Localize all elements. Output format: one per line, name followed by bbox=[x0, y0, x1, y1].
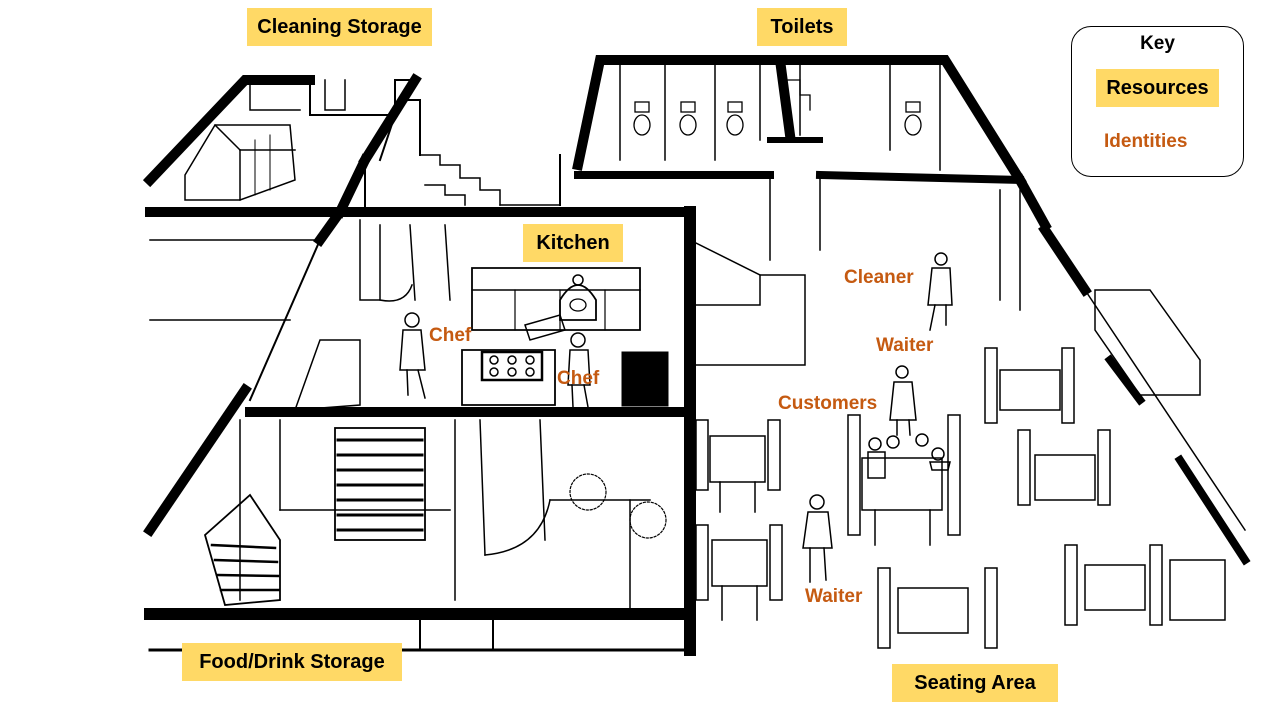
kitchen-room bbox=[149, 205, 696, 656]
chef-label-2: Chef bbox=[557, 368, 600, 389]
key-box: Key Resources Identities bbox=[1071, 26, 1244, 177]
waiter-label-1: Waiter bbox=[876, 335, 934, 356]
cleaning-storage-label: Cleaning Storage bbox=[247, 8, 432, 46]
key-resources-swatch: Resources bbox=[1096, 69, 1219, 107]
cleaner-label: Cleaner bbox=[844, 267, 914, 288]
key-identities-label: Identities bbox=[1104, 131, 1188, 152]
waiter-label-2: Waiter bbox=[805, 586, 863, 607]
cleaning-storage-room bbox=[142, 73, 561, 219]
toilets-room bbox=[572, 55, 1027, 187]
toilets-label: Toilets bbox=[757, 8, 847, 46]
food-drink-storage-label: Food/Drink Storage bbox=[182, 643, 402, 681]
chef-label-1: Chef bbox=[429, 325, 472, 346]
kitchen-label: Kitchen bbox=[523, 224, 623, 262]
customers-label: Customers bbox=[778, 393, 878, 414]
key-title: Key bbox=[1140, 33, 1175, 54]
seating-area-label: Seating Area bbox=[892, 664, 1058, 702]
seating-area-room bbox=[688, 173, 1251, 649]
food-drink-storage-room bbox=[143, 383, 696, 652]
